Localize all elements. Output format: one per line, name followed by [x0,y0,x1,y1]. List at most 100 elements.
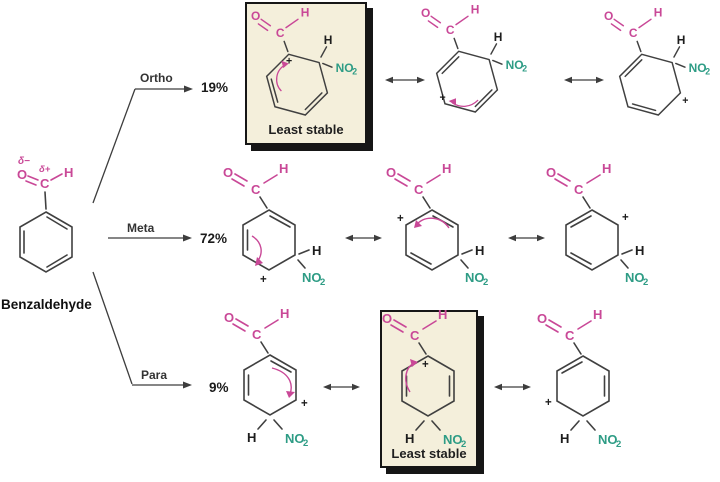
plus-charge: + [286,55,292,67]
nitro-group: NO [285,431,305,446]
hydrogen-atom: H [677,33,686,47]
resonance-arrow-icon [385,76,425,84]
aldehyde-bonds [545,319,592,355]
oxygen-atom: O [382,311,392,326]
electron-arrow-icon [276,60,289,92]
aldehyde-bonds [394,173,441,209]
carbon-atom: C [276,26,285,40]
aldehyde-bonds [232,318,279,354]
nitro-subscript: 2 [483,277,488,288]
para-structure-3: O C H + H NO 2 [537,307,621,450]
nitro-subscript: 2 [461,439,466,450]
hydrogen-atom: H [279,161,288,176]
aldehyde-bonds [257,18,299,53]
meta-structure-3: O C H + H NO 2 [546,161,648,288]
ring [243,354,297,416]
hydrogen-atom: H [324,33,333,47]
carbon-atom: C [574,182,584,197]
oxygen-atom: O [604,9,613,23]
carbon-atom: C [251,182,261,197]
resonance-arrow-icon [494,383,531,391]
electron-arrow-icon [271,367,295,398]
nitro-subscript: 2 [522,64,527,74]
carbon-atom: C [252,327,262,342]
hydrogen-atom: H [312,243,321,258]
nitro-group: NO [689,61,707,75]
nitro-group: NO [506,58,524,72]
ortho-structure-2: O C H + H NO 2 [421,3,527,113]
para-structure-2: O C H + H NO 2 [382,307,466,450]
benzene-ring [19,211,73,273]
ortho-label: Ortho [140,71,173,85]
plus-charge: + [682,95,688,107]
nitro-subscript: 2 [303,438,308,449]
oxygen-atom: O [17,167,27,182]
nitro-group: NO [302,270,322,285]
nitro-group: NO [336,61,354,75]
carbon-atom: C [565,328,575,343]
plus-charge: + [397,213,404,225]
electron-arrow-icon [448,98,479,107]
para-least-stable-box [380,310,478,468]
hydrogen-atom: H [405,431,414,446]
ortho-structure-3: O C H + H NO 2 [604,6,710,116]
aldehyde-bonds [610,18,652,53]
ortho-branch-arrow [92,85,193,204]
hydrogen-atom: H [602,161,611,176]
resonance-arrow-icon [345,234,382,242]
ortho-least-stable-box [245,2,367,145]
delta-minus-label: δ− [18,156,30,167]
para-label: Para [141,368,168,382]
carbon-atom: C [414,182,424,197]
aldehyde-bonds [231,173,278,209]
para-branch-arrow [92,271,192,389]
ring [435,50,499,113]
ring [556,355,610,417]
oxygen-atom: O [251,9,260,23]
plus-charge: + [545,397,552,409]
nitro-subscript: 2 [616,439,621,450]
delta-plus-label: δ+ [39,164,51,175]
plus-charge: + [301,398,308,410]
meta-label: Meta [127,221,155,235]
ring [242,209,296,271]
oxygen-atom: O [386,165,396,180]
nitro-group: NO [625,270,645,285]
oxygen-atom: O [223,165,233,180]
hydrogen-atom: H [438,307,447,322]
plus-charge: + [439,92,445,104]
ring [265,53,329,116]
aldehyde-bonds [390,319,437,355]
nitro-subscript: 2 [320,277,325,288]
resonance-arrow-icon [564,76,604,84]
aldehyde-bonds [427,15,469,50]
oxygen-atom: O [421,6,430,20]
hydrogen-atom: H [560,431,569,446]
oxygen-atom: O [224,310,234,325]
carbon-atom: C [410,328,420,343]
nitro-group: NO [598,432,618,447]
hydrogen-atom: H [494,30,503,44]
hydrogen-atom: H [635,243,644,258]
carbon-atom: C [446,23,455,37]
resonance-arrow-icon [323,383,360,391]
plus-charge: + [422,359,429,371]
hydrogen-atom: H [301,6,310,20]
hydrogen-atom: H [280,306,289,321]
electron-arrow-icon [251,235,263,266]
carbon-atom: C [629,26,638,40]
ring [565,209,619,271]
electron-arrow-icon [414,217,450,229]
benzaldehyde-label: Benzaldehyde [1,297,92,312]
hydrogen-atom: H [475,243,484,258]
hydrogen-atom: H [442,161,451,176]
hydrogen-atom: H [654,6,663,20]
carbon-atom: C [40,176,50,191]
aldehyde-bonds [554,173,601,209]
oxygen-atom: O [537,311,547,326]
meta-structure-1: O C H + H NO 2 [223,161,325,288]
electron-arrow-icon [405,359,418,393]
hydrogen-atom: H [593,307,602,322]
